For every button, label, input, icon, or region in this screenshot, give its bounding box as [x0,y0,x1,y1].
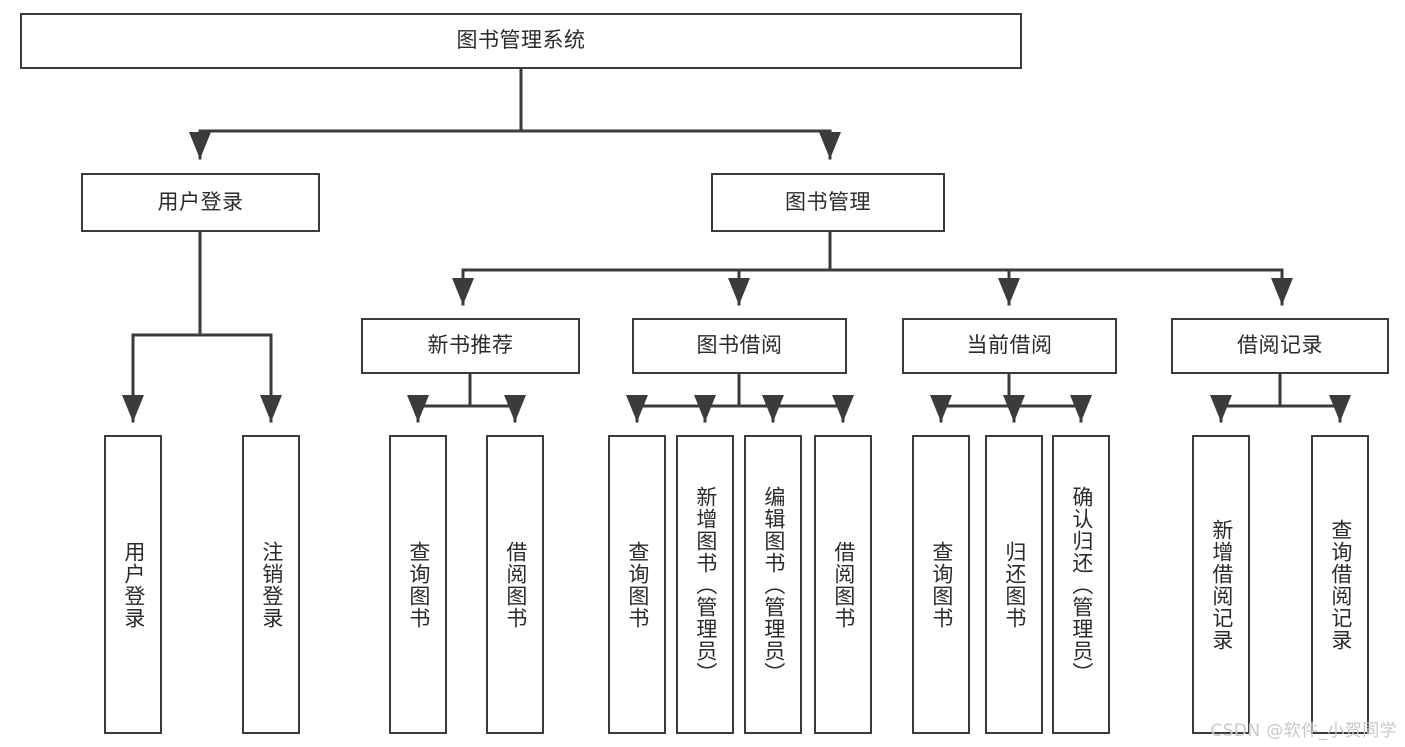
node-leaf-query-book-current[interactable]: 查询图书 [912,435,970,734]
node-leaf-edit-book-admin[interactable]: 编辑图书（管理员） [744,435,802,734]
node-book-borrow-label: 图书借阅 [696,333,783,358]
node-user-login[interactable]: 用户登录 [81,173,320,232]
node-current-borrow[interactable]: 当前借阅 [902,318,1117,374]
node-current-borrow-label: 当前借阅 [966,333,1053,358]
node-new-book-recommend-label: 新书推荐 [427,333,514,358]
node-leaf-user-login[interactable]: 用户登录 [104,435,162,734]
node-book-borrow[interactable]: 图书借阅 [632,318,847,374]
node-leaf-confirm-return-admin[interactable]: 确认归还（管理员） [1052,435,1110,734]
node-leaf-query-book-borrow[interactable]: 查询图书 [608,435,666,734]
node-leaf-query-book-rec-label: 查询图书 [406,540,431,629]
node-new-book-recommend[interactable]: 新书推荐 [361,318,580,374]
node-leaf-borrow-book-label: 借阅图书 [831,540,856,629]
node-leaf-add-borrow-record-label: 新增借阅记录 [1209,518,1234,651]
node-book-manage[interactable]: 图书管理 [711,173,945,232]
node-leaf-query-book-current-label: 查询图书 [929,540,954,629]
node-leaf-query-borrow-record[interactable]: 查询借阅记录 [1311,435,1369,734]
node-root-label: 图书管理系统 [456,28,586,53]
node-borrow-record-label: 借阅记录 [1237,333,1323,358]
node-leaf-confirm-return-admin-label: 确认归还（管理员） [1069,485,1094,684]
node-leaf-add-book-admin-label: 新增图书（管理员） [693,485,718,684]
node-leaf-borrow-book-rec-label: 借阅图书 [503,540,528,629]
node-leaf-add-book-admin[interactable]: 新增图书（管理员） [676,435,734,734]
node-borrow-record[interactable]: 借阅记录 [1171,318,1389,374]
node-leaf-edit-book-admin-label: 编辑图书（管理员） [761,485,786,684]
node-leaf-query-borrow-record-label: 查询借阅记录 [1328,518,1353,651]
node-root[interactable]: 图书管理系统 [20,13,1022,69]
node-leaf-add-borrow-record[interactable]: 新增借阅记录 [1192,435,1250,734]
node-leaf-return-book-label: 归还图书 [1002,540,1027,629]
node-leaf-borrow-book[interactable]: 借阅图书 [814,435,872,734]
node-leaf-logout[interactable]: 注销登录 [242,435,300,734]
node-leaf-query-book-rec[interactable]: 查询图书 [389,435,447,734]
node-leaf-logout-label: 注销登录 [259,540,284,629]
node-leaf-user-login-label: 用户登录 [121,540,146,629]
node-leaf-query-book-borrow-label: 查询图书 [625,540,650,629]
node-leaf-return-book[interactable]: 归还图书 [985,435,1043,734]
node-book-manage-label: 图书管理 [785,189,871,214]
node-leaf-borrow-book-rec[interactable]: 借阅图书 [486,435,544,734]
node-user-login-label: 用户登录 [157,189,244,214]
